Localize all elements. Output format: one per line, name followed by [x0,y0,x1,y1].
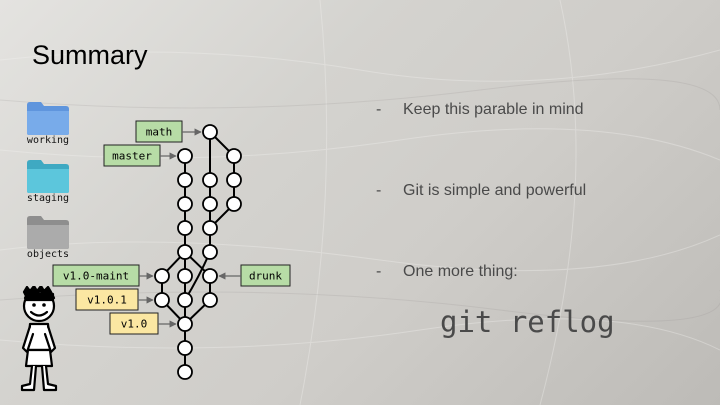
bullet-dash: - [376,101,382,118]
commit-node [202,244,218,260]
commit-node [202,124,218,140]
bullet-text: One more thing: [403,263,518,280]
bullet-dash: - [376,263,382,280]
slide-title: Summary [32,40,148,70]
ref-drunk: drunk [218,264,291,287]
commit-node [202,172,218,188]
code-snippet: git reflog [440,305,615,339]
tag-v1-0-1-label: v1.0.1 [87,294,127,307]
commit-nodes [154,124,242,380]
bullet-text: Git is simple and powerful [403,182,587,199]
bullet-2: - Git is simple and powerful [376,182,586,200]
tag-v1-0: v1.0 [109,312,177,335]
commit-node [177,316,193,332]
commit-node [226,196,242,212]
working-folder-label: working [26,135,70,146]
objects-folder-icon [27,216,69,249]
working-folder-icon [27,102,69,135]
ref-drunk-label: drunk [249,270,282,283]
commit-node [202,292,218,308]
ref-v1-0-maint-label: v1.0-maint [63,270,129,283]
commit-node [177,172,193,188]
commit-node [154,292,170,308]
ref-math: math [135,120,202,143]
commit-node [177,196,193,212]
commit-node [177,364,193,380]
commit-node [154,268,170,284]
bullet-text: Keep this parable in mind [403,101,584,118]
commit-node [177,292,193,308]
commit-node [202,268,218,284]
ref-v1-0-maint: v1.0-maint [52,264,154,287]
stick-figure-icon [20,286,58,392]
commit-node [177,340,193,356]
tag-v1-0-label: v1.0 [121,318,148,331]
bullet-1: - Keep this parable in mind [376,101,584,119]
commit-node [226,172,242,188]
commit-node [177,244,193,260]
commit-edges [161,131,235,372]
tag-v1-0-1: v1.0.1 [75,288,154,311]
objects-folder-label: objects [26,249,70,260]
commit-node [226,148,242,164]
ref-master-label: master [112,150,152,163]
commit-node [177,268,193,284]
commit-node [202,220,218,236]
staging-folder-icon [27,160,69,193]
commit-node [202,196,218,212]
commit-node [177,148,193,164]
bullet-dash: - [376,182,382,199]
ref-master: master [103,144,177,167]
staging-folder-label: staging [26,193,70,204]
ref-math-label: math [146,126,173,139]
bullet-3: - One more thing: [376,263,518,281]
commit-node [177,220,193,236]
